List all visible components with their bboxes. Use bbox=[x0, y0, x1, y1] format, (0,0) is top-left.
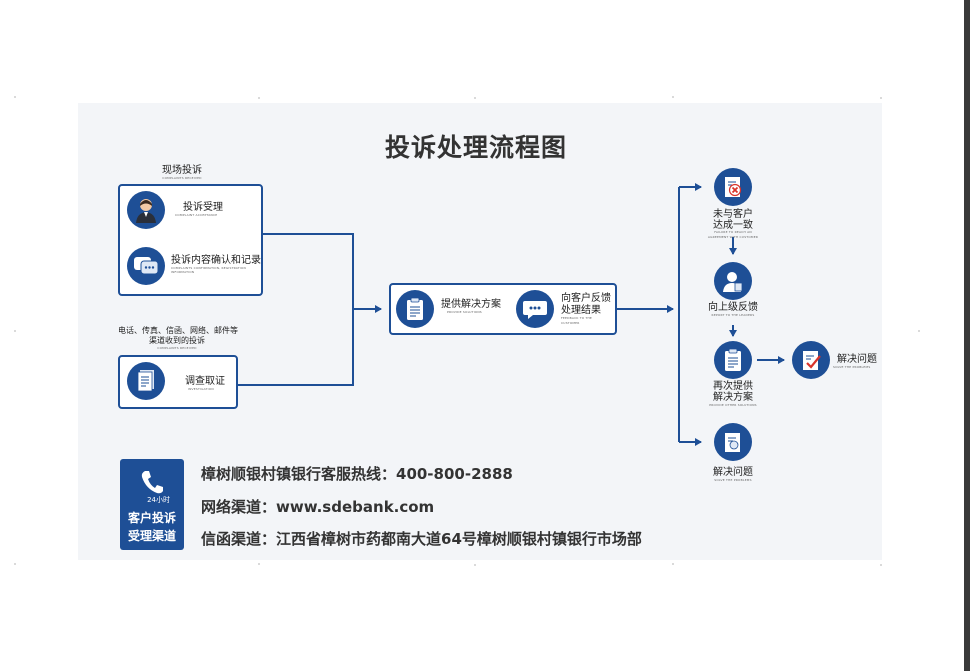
contact-web: 网络渠道：www.sdebank.com bbox=[201, 498, 435, 516]
clipboard-icon bbox=[714, 341, 752, 379]
background-dot bbox=[14, 330, 16, 332]
onsite-step1-en: COMPLAINT ACCEPTANCE bbox=[175, 213, 218, 217]
complaint-channel-badge: 24小时 客户投诉 受理渠道 bbox=[120, 459, 184, 550]
middle-step2-en-line1: FEEDBACK TO THE bbox=[561, 316, 593, 320]
solve-side-label: 解决问题 bbox=[837, 354, 877, 365]
report-en: REPORT TO THE LEADERS bbox=[711, 313, 755, 317]
remote-step-en: INVESTIGATION bbox=[188, 387, 214, 391]
document-icon bbox=[127, 362, 165, 400]
background-dot bbox=[918, 330, 920, 332]
background-dot bbox=[880, 97, 882, 99]
fail-label-line2: 达成一致 bbox=[713, 220, 753, 231]
onsite-heading-en: COMPLAINTS RECEIVED bbox=[162, 176, 202, 180]
fail-label-line1: 未与客户 bbox=[713, 209, 753, 220]
leader-icon bbox=[714, 262, 752, 300]
background-dot bbox=[672, 96, 674, 98]
remote-step-label: 调查取证 bbox=[185, 376, 225, 387]
background-dot bbox=[14, 563, 16, 565]
onsite-step1-label: 投诉受理 bbox=[183, 202, 223, 213]
window-scrollbar[interactable] bbox=[964, 0, 970, 671]
background-dot bbox=[258, 563, 260, 565]
middle-step1-en: PROVIDE SOLUTIONS bbox=[447, 310, 482, 314]
solve-side-en: SOLVE THE PROBLEMS bbox=[833, 365, 871, 369]
report-label: 向上级反馈 bbox=[708, 302, 758, 313]
fail-en-line1: FAILURE TO REACH AN bbox=[714, 230, 752, 234]
remote-heading-line2: 渠道收到的投诉 bbox=[149, 336, 205, 345]
chat-bubble-icon bbox=[516, 290, 554, 328]
onsite-heading: 现场投诉 bbox=[162, 165, 202, 176]
onsite-step2-label: 投诉内容确认和记录 bbox=[171, 255, 261, 266]
background-dot bbox=[258, 97, 260, 99]
middle-step2-en-line2: CUSTOMER bbox=[561, 321, 580, 325]
person-icon bbox=[127, 191, 165, 229]
middle-step2-label-line1: 向客户反馈 bbox=[561, 293, 611, 304]
background-dot bbox=[14, 96, 16, 98]
diagram-title: 投诉处理流程图 bbox=[385, 133, 568, 162]
again-label-line2: 解决方案 bbox=[713, 392, 753, 403]
cross-document-icon bbox=[714, 168, 752, 206]
again-label-line1: 再次提供 bbox=[713, 381, 753, 392]
fail-en-line2: AGREEMENT WITH CUSTOMER bbox=[707, 235, 759, 239]
badge-line2: 受理渠道 bbox=[127, 529, 176, 543]
contact-hotline: 樟树顺银村镇银行客服热线：400-800-2888 bbox=[201, 465, 513, 483]
onsite-step2-en: COMPLAINTS CONFIRMATION, REGISTRATION IN… bbox=[171, 266, 246, 274]
contact-mail: 信函渠道：江西省樟树市药都南大道64号樟树顺银村镇银行市场部 bbox=[201, 530, 642, 548]
background-dot bbox=[880, 564, 882, 566]
badge-line1: 客户投诉 bbox=[127, 511, 176, 525]
background-dot bbox=[672, 563, 674, 565]
middle-step2-label-line2: 处理结果 bbox=[561, 305, 601, 316]
badge-hours: 24小时 bbox=[147, 496, 170, 504]
middle-step1-label: 提供解决方案 bbox=[441, 299, 501, 310]
clipboard-icon bbox=[396, 290, 434, 328]
remote-heading-en: COMPLAINTS RECEIVED bbox=[157, 346, 197, 350]
background-dot bbox=[474, 97, 476, 99]
again-en: PROVIDE OTHER SOLUTIONS bbox=[709, 403, 757, 407]
chat-bubble-icon bbox=[127, 247, 165, 285]
solve-bottom-en: SOLVE THE PROBLEMS bbox=[714, 478, 752, 482]
check-document-icon bbox=[714, 423, 752, 461]
check-document-icon bbox=[792, 341, 830, 379]
remote-heading-line1: 电话、传真、信函、网络、邮件等 bbox=[118, 326, 238, 335]
phone-icon bbox=[141, 471, 163, 494]
background-dot bbox=[474, 564, 476, 566]
solve-bottom-label: 解决问题 bbox=[713, 467, 753, 478]
